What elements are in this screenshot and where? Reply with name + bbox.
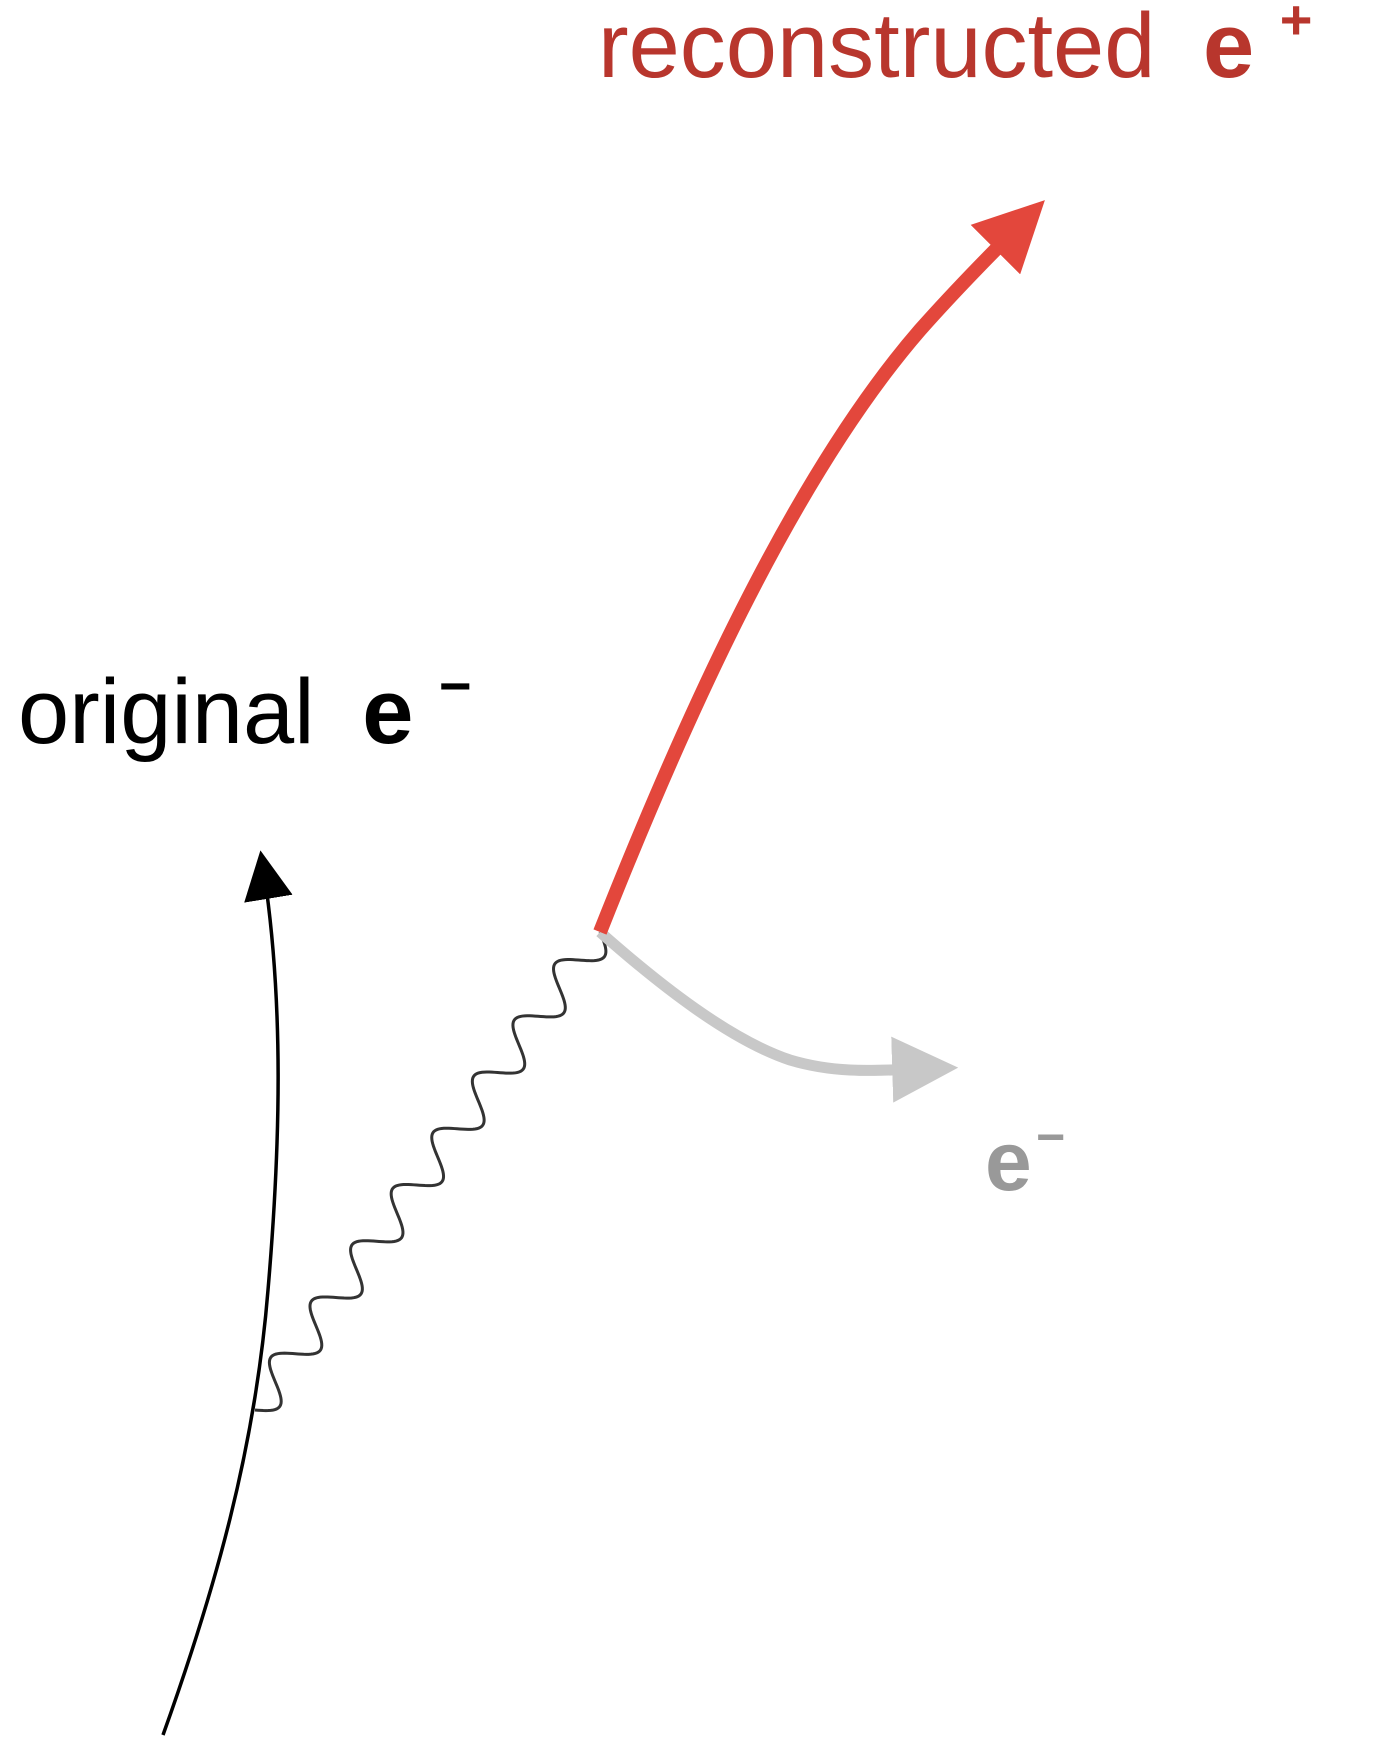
photon-wavy-line [254, 931, 608, 1413]
reconstructed-positron-label: reconstructed e + [598, 0, 1312, 97]
reconstructed-label-particle: e [1203, 0, 1254, 97]
secondary-label-charge: − [1036, 1109, 1065, 1165]
secondary-label-particle: e [985, 1114, 1032, 1208]
secondary-electron-label: e − [985, 1109, 1065, 1208]
original-electron-track [161, 850, 293, 1736]
original-label-particle: e [362, 661, 413, 763]
secondary-electron-track [596, 927, 959, 1103]
reconstructed-label-text: reconstructed [598, 0, 1155, 97]
reconstructed-label-charge: + [1280, 0, 1313, 51]
original-label-charge: − [439, 654, 472, 717]
reconstructed-positron-track [593, 200, 1045, 935]
original-label-text: original [18, 661, 315, 763]
original-electron-label: original e − [18, 654, 472, 763]
